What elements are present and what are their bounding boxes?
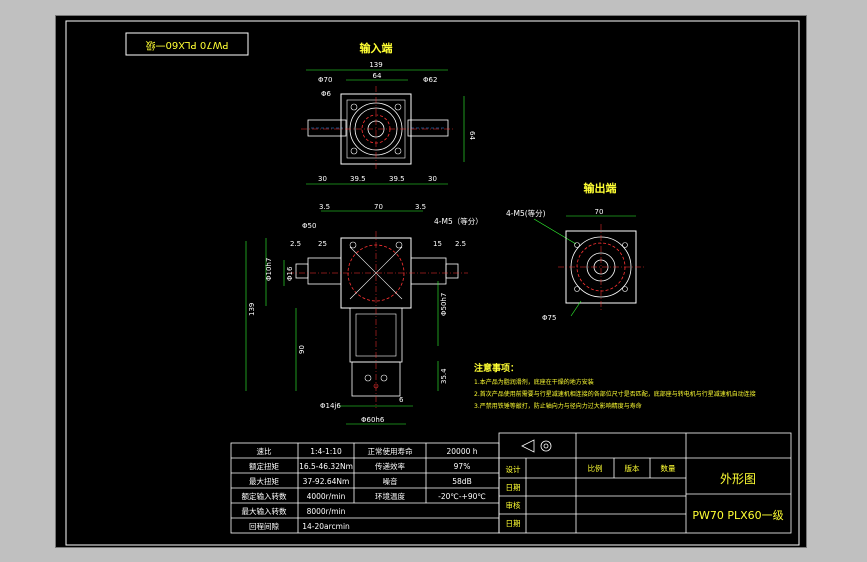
corner-title: PW70 PLX60一级 [146,39,229,51]
spec-life-value: 20000 h [447,447,478,456]
dim-b30a: 30 [318,175,327,183]
tb-design: 设计 [506,464,521,474]
dim-h64: 64 [468,131,476,140]
dim-d2-5b: 2.5 [455,240,466,248]
note-line-2: 2.首次产品使用前需要与行星减速机相连接的各部位尺寸是否匹配，底部座与转电机与行… [474,390,756,398]
border [65,20,800,546]
note-line-3: 3.严禁用铁锤等敲打，防止轴向力与径向力过大影响精度与寿命 [474,402,642,410]
dim-b30b: 30 [428,175,437,183]
spec-ratio-value: 1:4-1:10 [310,447,342,456]
dim-b39-5b: 39.5 [389,175,405,183]
dim-w64: 64 [373,72,382,80]
input-view-title: 输入端 [360,41,393,55]
spec-max-speed-value: 8000r/min [307,507,346,516]
dim-w70: 70 [374,203,383,211]
tb-model: PW70 PLX60一级 [692,509,783,522]
dim-d6: Φ6 [321,90,332,98]
input-end-view: 输入端 139 64 Φ70 Φ62 Φ6 64 30 39.5 39.5 [301,41,476,185]
dim-d6b: 6 [399,396,404,404]
spec-backlash-value: 14-20arcmin [302,522,350,531]
spec-efficiency-value: 97% [454,462,471,471]
projection-symbol [521,439,552,453]
spec-rated-speed-value: 4000r/min [307,492,346,501]
output-end-view: 输出端 70 4-M5(等分) Φ75 [506,181,644,322]
dim-d10h7: Φ10h7 [265,258,273,281]
dim-d14j6: Φ14j6 [320,402,341,410]
dim-d3-5b: 3.5 [415,203,426,211]
spec-rated-speed-label: 额定输入转数 [242,491,287,501]
dim-out-d75: Φ75 [542,314,556,322]
dim-m5: 4-M5（等分） [434,216,483,226]
dim-d3-5a: 3.5 [319,203,330,211]
spec-max-torque-value: 37-92.64Nm [303,477,350,486]
dim-d60h6: Φ60h6 [361,416,385,424]
corner-title-box: PW70 PLX60一级 [125,32,249,56]
tb-date2: 日期 [506,519,521,528]
note-line-1: 1.本产品为脂润滑剂，底座在干燥的地方安装 [474,378,594,386]
spec-temp-value: -20℃-+90℃ [438,492,486,501]
dim-out-m5: 4-M5(等分) [506,208,546,218]
dim-h35-4: 35.4 [440,368,448,384]
dim-d25: 25 [318,240,327,248]
output-view-title: 输出端 [584,181,617,195]
spec-max-torque-label: 最大扭矩 [249,476,279,486]
spec-temp-label: 环境温度 [375,491,405,501]
spec-backlash-label: 回程间隙 [249,522,279,531]
spec-rated-torque-label: 额定扭矩 [249,461,279,471]
tb-drawing-name: 外形图 [720,472,756,486]
tb-qty: 数量 [661,463,676,473]
dim-b39-5a: 39.5 [350,175,366,183]
dim-h90: 90 [298,345,306,354]
tb-version: 版本 [625,463,640,473]
title-block-text: 设计 日期 审核 日期 比例 版本 数量 外形图 PW70 PLX60一级 [506,463,784,528]
dim-d62: Φ62 [423,76,437,84]
spec-table [230,442,500,534]
dim-out-w70: 70 [595,208,604,216]
spec-life-label: 正常使用寿命 [368,446,413,456]
spec-max-speed-label: 最大输入转数 [242,506,287,516]
dim-d50h7: Φ50h7 [440,293,448,316]
tb-check: 审核 [506,500,521,510]
dim-h139: 139 [248,303,256,316]
dim-d15: 15 [433,240,442,248]
spec-efficiency-label: 传递效率 [375,461,405,471]
tb-scale: 比例 [588,463,603,473]
drawing-frame: PW70 PLX60一级 输入端 139 64 Φ70 Φ62 Φ6 64 [55,15,807,548]
title-block [498,432,792,534]
dim-overall-width: 139 [369,61,382,69]
spec-table-text: 速比 1:4-1:10 正常使用寿命 20000 h 额定扭矩 16.5-46.… [242,446,486,531]
dim-d70: Φ70 [318,76,332,84]
cad-drawing: PW70 PLX60一级 输入端 139 64 Φ70 Φ62 Φ6 64 [65,20,800,546]
spec-rated-torque-value: 16.5-46.32Nm [299,462,353,471]
dim-d16: Φ16 [286,266,294,281]
front-view: 3.5 70 3.5 4-M5（等分） Φ50 2.5 25 15 2.5 13… [245,203,483,425]
tb-date1: 日期 [506,483,521,492]
spec-ratio-label: 速比 [257,446,272,456]
notes: 注意事项： 1.本产品为脂润滑剂，底座在干燥的地方安装 2.首次产品使用前需要与… [474,362,756,410]
dim-d2-5a: 2.5 [290,240,301,248]
notes-title: 注意事项： [474,362,519,374]
spec-noise-label: 噪音 [383,476,398,486]
spec-noise-value: 58dB [452,477,471,486]
dim-d50: Φ50 [302,222,316,230]
